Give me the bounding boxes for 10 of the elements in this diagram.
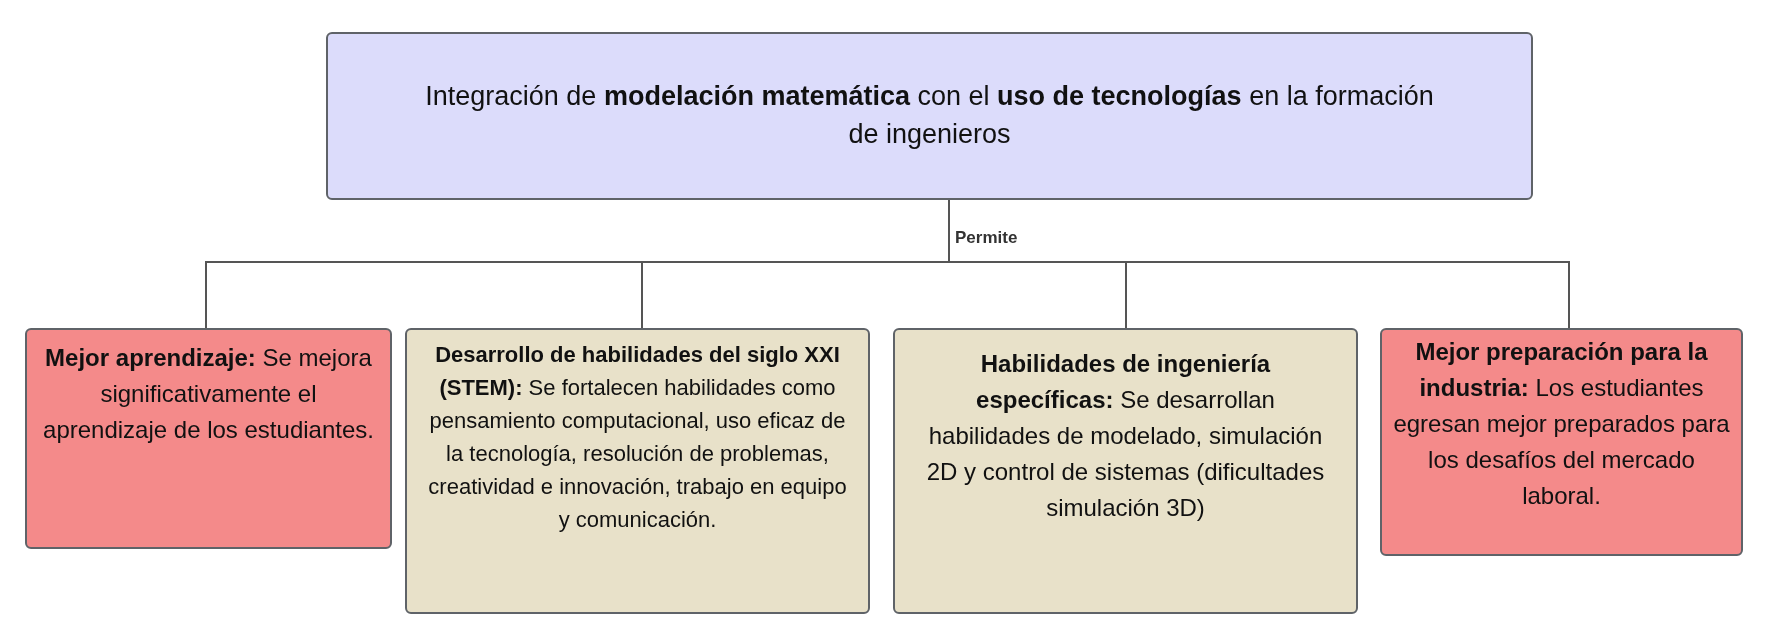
outcome-box — [1380, 328, 1743, 556]
outcome-box — [405, 328, 870, 614]
box-text: Mejor aprendizaje: Se mejora significativamente el aprendizaje de los estudiantes. — [42, 343, 375, 445]
outcome-box — [893, 328, 1358, 614]
box-text: Habilidades de ingeniería específicas: Se desarrollan habilidades de modelado, simulación 2D y control de sistemas (dificultades simulación 3D) — [925, 349, 1326, 523]
outcome-box — [25, 328, 392, 549]
topic-box — [326, 32, 1533, 200]
box-text: Integración de modelación matemática con el uso de tecnologías en la formación de ingenieros — [424, 80, 1435, 151]
box-text: Desarrollo de habilidades del siglo XXI (STEM): Se fortalecen habilidades como pensamiento computacional, uso eficaz de la tecnología, resolución de problemas, creatividad e innovación, trabajo en equipo y comunicación. — [427, 341, 848, 534]
box-text: Mejor preparación para la industria: Los estudiantes egresan mejor preparados para los desafíos del mercado laboral. — [1392, 337, 1731, 511]
